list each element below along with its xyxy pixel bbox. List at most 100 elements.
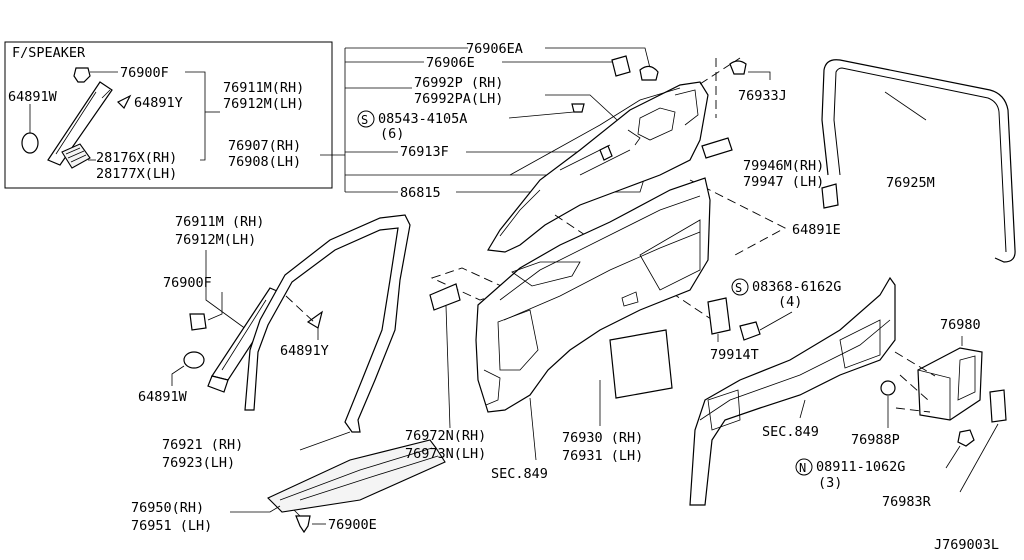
inset-pad-icon	[21, 132, 39, 154]
label-76992PA: 76992PA(LH)	[414, 91, 503, 107]
lower-quarter-trim	[475, 177, 711, 413]
label-64891Y: 64891Y	[280, 343, 329, 359]
label-inset-28177X: 28177X(LH)	[96, 166, 177, 182]
nut-08911-icon	[957, 429, 975, 447]
label-76923: 76923(LH)	[162, 455, 235, 471]
label-76906EA: 76906EA	[466, 41, 523, 57]
label-08543-4105A: 08543-4105A	[378, 111, 467, 127]
nut-marker-letter: N	[799, 461, 806, 475]
inset-tab-icon	[116, 94, 132, 110]
pad-76983R: 76983R	[882, 389, 1007, 510]
welt-76921: 76921 (RH) 76923(LH)	[162, 214, 411, 471]
clip-76933J: 76933J	[729, 60, 787, 104]
label-76992P: 76992P (RH)	[414, 75, 503, 91]
screw-marker-icon-2	[731, 278, 749, 296]
kicking-plate-76950: 76950(RH) 76951 (LH) 76900E	[131, 439, 446, 534]
clip-76906E-icon	[611, 55, 631, 77]
label-76951: 76951 (LH)	[131, 518, 212, 534]
label-08368-6162G: 08368-6162G	[752, 279, 841, 295]
label-76900F: 76900F	[163, 275, 212, 291]
cover-76972N-icon	[429, 283, 461, 311]
screw-08368-icon	[739, 321, 761, 341]
label-64891E: 64891E	[792, 222, 841, 238]
inset-clip-icon	[73, 67, 91, 83]
label-79946M: 79946M(RH)	[743, 158, 824, 174]
inset-pillar-trim	[47, 81, 113, 166]
label-76950: 76950(RH)	[131, 500, 204, 516]
quarter-trim-upper	[487, 81, 709, 253]
label-inset-64891Y: 64891Y	[134, 95, 183, 111]
quarter-trim-lower	[475, 177, 711, 413]
screw-marker-icon	[357, 110, 375, 128]
label-76912M: 76912M(LH)	[175, 232, 256, 248]
bracket-79914T: S 08368-6162G (4) 79914T	[707, 278, 841, 363]
panel-76930: 76930 (RH) 76931 (LH)	[562, 329, 673, 464]
label-76930: 76930 (RH)	[562, 430, 643, 446]
label-76972N: 76972N(RH)	[405, 428, 486, 444]
box-76980: 76980	[894, 317, 983, 421]
label-76911M: 76911M (RH)	[175, 214, 264, 230]
hook-79946M-icon	[701, 137, 733, 159]
inset-speaker-grille-icon	[61, 143, 91, 169]
right-lower-trim: SEC.849	[689, 276, 896, 506]
pad-64891W-icon	[183, 351, 205, 369]
label-sec849-b: SEC.849	[762, 424, 819, 440]
nut-marker-icon	[795, 458, 813, 476]
label-76933J: 76933J	[738, 88, 787, 104]
screw-marker-letter: S	[361, 113, 368, 127]
panel-76930-part	[609, 329, 673, 399]
inset-f-speaker: F/SPEAKER 76900F 76911M(RH) 76912M(LH) 6…	[4, 41, 333, 189]
diagram-id: J769003L	[934, 537, 999, 553]
section-ref-a: SEC.849	[491, 397, 548, 482]
grommet-76988P: 76988P	[851, 380, 900, 448]
welt-76921-part	[244, 214, 411, 433]
nut-08911: N 08911-1062G (3)	[795, 429, 975, 491]
label-08368-qty: (4)	[778, 294, 802, 310]
clip-76933J-icon	[729, 60, 747, 75]
weatherstrip-76925M-part	[821, 59, 1016, 263]
label-76973N: 76973N(LH)	[405, 446, 486, 462]
clip-76900E-icon	[295, 515, 311, 534]
label-76925M: 76925M	[886, 175, 935, 191]
bracket-79914T-icon	[707, 297, 731, 335]
grommet-76988P-icon	[880, 380, 896, 396]
label-76913F: 76913F	[400, 144, 449, 160]
cover-76972N: 76972N(RH) 76973N(LH)	[405, 283, 486, 462]
label-08543-qty: (6)	[380, 126, 404, 142]
label-inset-64891W: 64891W	[8, 89, 58, 105]
pad-64891E: 64891E	[792, 183, 841, 238]
pillar-group: 76911M (RH) 76912M(LH) 76900F 64891Y 648…	[138, 214, 329, 405]
label-76908: 76908(LH)	[228, 154, 301, 170]
pad-76983R-icon	[989, 389, 1007, 423]
label-76988P: 76988P	[851, 432, 900, 448]
tab-64891Y-icon	[306, 310, 323, 329]
label-76906E: 76906E	[426, 55, 475, 71]
label-64891W: 64891W	[138, 389, 188, 405]
inset-frame	[4, 41, 333, 189]
pad-64891E-icon	[821, 183, 839, 209]
label-inset-76911M: 76911M(RH)	[223, 80, 304, 96]
label-76921: 76921 (RH)	[162, 437, 243, 453]
screw-marker-letter-2: S	[735, 281, 742, 295]
label-inset-76900F: 76900F	[120, 65, 169, 81]
screw-icon	[571, 103, 585, 113]
label-76907: 76907(RH)	[228, 138, 301, 154]
weatherstrip-76925M: 76925M	[821, 59, 1016, 263]
label-76983R: 76983R	[882, 494, 932, 510]
quarter-trim-rear	[689, 276, 896, 506]
clip-76900F-icon	[189, 313, 207, 331]
inset-title: F/SPEAKER	[12, 45, 86, 61]
cap-76906EA-icon	[639, 65, 659, 81]
label-76900E: 76900E	[328, 517, 377, 533]
label-79914T: 79914T	[710, 347, 759, 363]
fastener-76913F-icon	[599, 145, 613, 161]
label-76931: 76931 (LH)	[562, 448, 643, 464]
label-sec849-a: SEC.849	[491, 466, 548, 482]
label-86815: 86815	[400, 185, 441, 201]
label-inset-28176X: 28176X(RH)	[96, 150, 177, 166]
label-inset-76912M: 76912M(LH)	[223, 96, 304, 112]
kicking-plate-76950-part	[267, 439, 446, 513]
label-76980: 76980	[940, 317, 981, 333]
label-08911-qty: (3)	[818, 475, 842, 491]
